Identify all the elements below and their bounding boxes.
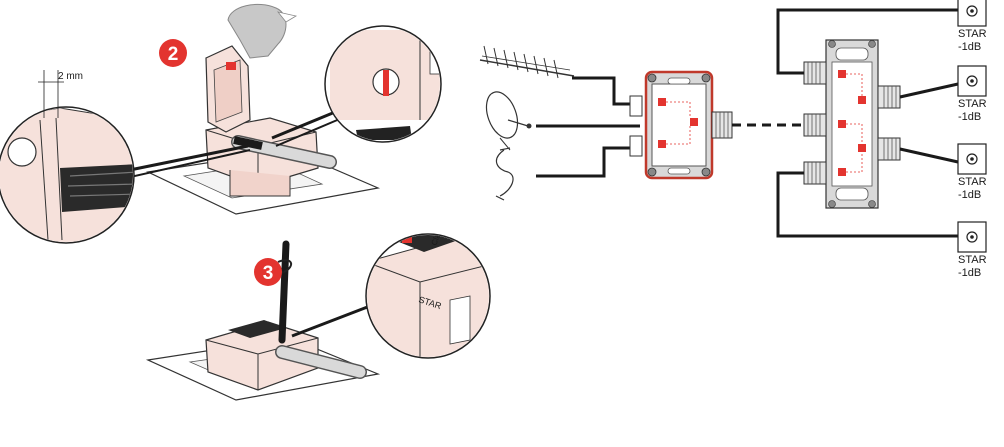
zoom-star-detail: STAR Class A <box>291 218 491 359</box>
zoom-cable-detail: 2 mm <box>0 70 251 244</box>
cable-outlet-1 <box>776 8 958 75</box>
cable-outlet-3 <box>899 147 959 164</box>
splitter-port-1 <box>803 61 827 85</box>
cable-outlet-2 <box>899 82 959 99</box>
step-3-assembly: 3 <box>145 240 381 401</box>
outlet-label-3: STAR -1dB <box>958 176 987 202</box>
outlet-socket-4 <box>957 221 987 253</box>
zoom-leader-left <box>119 144 249 174</box>
screw-hole <box>7 137 37 167</box>
outlet-attenuation: -1dB <box>958 189 982 201</box>
fm-antenna-icon <box>495 147 514 201</box>
outlet-socket-2 <box>957 65 987 97</box>
outlet-name: STAR <box>958 176 987 188</box>
lever-red-mark <box>226 62 236 70</box>
screwdriver <box>278 240 290 344</box>
red-slot <box>383 70 389 96</box>
diplexer <box>629 70 733 180</box>
output-cables <box>776 8 959 238</box>
outlet-attenuation: -1dB <box>958 41 982 53</box>
step-2-assembly: 2 <box>145 4 381 215</box>
splitter <box>803 39 901 209</box>
step-3-number: 3 <box>263 263 274 284</box>
splitter-port-3 <box>877 137 901 161</box>
cable-terrestrial <box>572 76 640 106</box>
outlet-sockets <box>957 0 987 253</box>
outlet-socket-1 <box>957 0 987 27</box>
terrestrial-antenna-icon <box>479 45 575 79</box>
outlet-name: STAR <box>958 254 987 266</box>
outlet-attenuation: -1dB <box>958 267 982 279</box>
dimension-label: 2 mm <box>58 71 83 82</box>
source-cables <box>536 76 640 178</box>
step-2-badge <box>159 39 187 67</box>
zoom-leader-bottom <box>291 304 371 338</box>
closed-lever <box>228 320 286 338</box>
outlet-label-4: STAR -1dB <box>958 254 987 280</box>
outlet-label-2: STAR -1dB <box>958 98 987 124</box>
splitter-port-4 <box>803 161 827 185</box>
zoom-slot-detail <box>271 25 442 147</box>
cable-outlet-4 <box>776 171 958 238</box>
step-2-number: 2 <box>168 44 179 65</box>
outlet-attenuation: -1dB <box>958 111 982 123</box>
diplexer-output-port <box>711 111 733 139</box>
installer-head <box>227 4 287 59</box>
cable-fm <box>536 146 640 178</box>
splitter-port-in <box>803 113 827 137</box>
outlet-label-1: STAR -1dB <box>958 28 987 54</box>
satellite-dish-icon <box>485 91 532 151</box>
outlet-name: STAR <box>958 98 987 110</box>
step-3-badge <box>254 258 282 286</box>
zoom-cable-end <box>60 164 133 212</box>
rotate-arrow <box>277 259 293 273</box>
zoom-leader-right <box>271 108 341 140</box>
outlet-name: STAR <box>958 28 987 40</box>
zoom-class-text: Class A <box>430 218 449 247</box>
splitter-port-2 <box>877 85 901 109</box>
outlet-socket-3 <box>957 143 987 175</box>
